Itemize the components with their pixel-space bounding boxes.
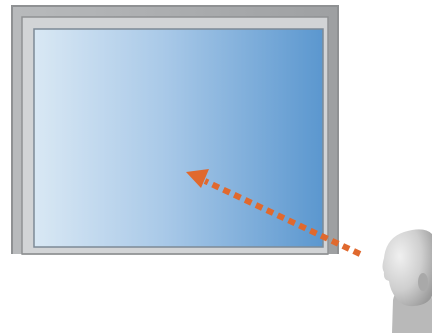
mannequin-head <box>383 229 432 306</box>
window-icon <box>12 6 338 254</box>
mannequin-ear <box>418 273 428 291</box>
mannequin-head-icon <box>383 229 432 333</box>
